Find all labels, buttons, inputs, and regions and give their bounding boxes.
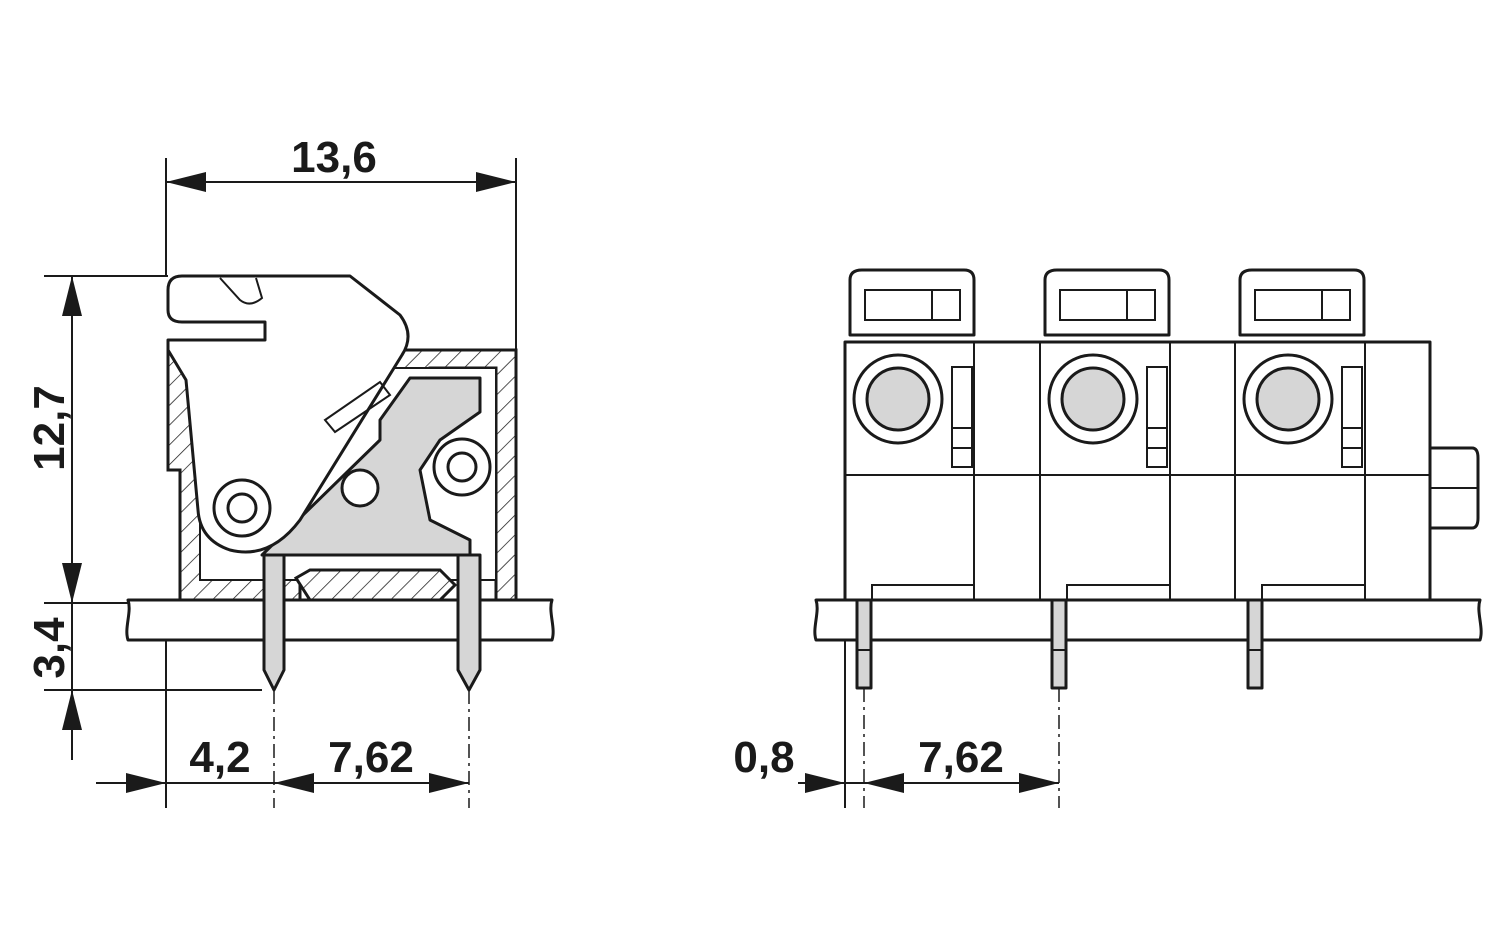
pivot-mid — [340, 468, 380, 508]
pivot-inner-left — [226, 492, 258, 524]
front-pin-3 — [1246, 598, 1264, 690]
pole-1 — [848, 268, 976, 600]
push-button-3[interactable] — [1238, 268, 1366, 337]
wire-entry-2[interactable] — [1060, 366, 1126, 432]
pcb-board-side — [125, 598, 555, 642]
wire-entry-3[interactable] — [1255, 366, 1321, 432]
dim-pin-thickness: 0,8 — [733, 733, 794, 782]
pole-3 — [1238, 268, 1366, 600]
dim-pitch-side: 7,62 — [328, 733, 414, 782]
front-pin-1 — [855, 598, 873, 690]
lever-tab — [323, 380, 392, 434]
front-pin-2 — [1050, 598, 1068, 690]
wire-entry-1[interactable] — [865, 366, 931, 432]
bottom-contact-bar — [293, 568, 458, 602]
dim-overall-height: 12,7 — [25, 385, 74, 471]
pole-2 — [1043, 268, 1171, 600]
front-housing — [843, 340, 1432, 602]
dim-pitch-front: 7,62 — [918, 733, 1004, 782]
solder-pin-right — [456, 553, 482, 692]
dim-overall-width: 13,6 — [291, 133, 377, 182]
dim-pin-length: 3,4 — [25, 617, 74, 679]
push-button-2[interactable] — [1043, 268, 1171, 337]
lever-slot — [219, 277, 264, 305]
solder-pin-left — [262, 553, 286, 692]
contact-spring — [260, 376, 482, 557]
pivot-inner-right — [446, 451, 478, 483]
push-button-1[interactable] — [848, 268, 976, 337]
dim-pin-offset: 4,2 — [189, 733, 250, 782]
pcb-board-front — [813, 598, 1483, 642]
side-view: 13,6 12,7 3,4 4,2 7,62 — [25, 133, 555, 808]
front-view: 0,8 7,62 — [733, 268, 1483, 808]
